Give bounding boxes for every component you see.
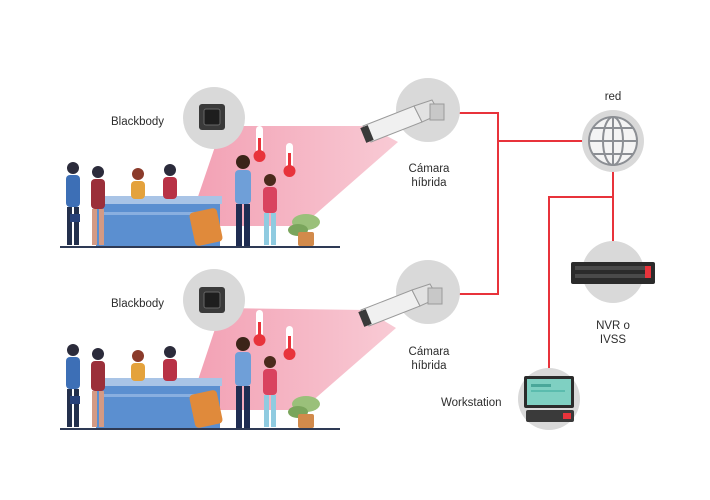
blackbody-icon — [199, 104, 225, 130]
link-to-workstation — [548, 196, 613, 372]
hybrid-camera-icon — [360, 99, 445, 143]
suitcase-icon — [189, 390, 223, 428]
nvr-label-line1: NVR o — [596, 320, 630, 332]
thermometer-icon — [253, 310, 266, 346]
nvr-label-line2: IVSS — [599, 334, 627, 346]
blackbody-label-top: Blackbody — [111, 116, 165, 128]
link-camera-top — [438, 112, 499, 295]
suitcase-icon — [189, 208, 223, 246]
camera-label-top-line2: híbrida — [411, 177, 447, 189]
globe-icon — [588, 116, 638, 166]
camera-label-bottom-line2: híbrida — [411, 360, 447, 372]
network-links — [438, 112, 614, 372]
blackbody-label-bottom: Blackbody — [111, 298, 165, 310]
network-node — [582, 110, 644, 172]
traveler-figures — [189, 337, 277, 428]
plant-icon — [288, 396, 320, 428]
workstation-label: Workstation — [441, 397, 502, 409]
nvr-node — [571, 241, 655, 303]
workstation-icon — [524, 376, 574, 422]
nvr-icon — [571, 262, 655, 284]
scene-top — [60, 78, 460, 248]
thermometer-icon — [253, 126, 266, 162]
network-label: red — [604, 91, 622, 103]
receptionist-figures — [66, 344, 177, 427]
camera-label-top-line1: Cámara — [408, 163, 450, 175]
thermometer-icon — [283, 143, 296, 177]
scene-bottom — [60, 260, 460, 430]
blackbody-icon — [199, 287, 225, 313]
hybrid-camera-icon — [358, 283, 443, 327]
receptionist-figures — [66, 162, 177, 245]
thermometer-icon — [283, 326, 296, 360]
workstation-node — [518, 368, 580, 430]
traveler-figures — [189, 155, 277, 246]
plant-icon — [288, 214, 320, 246]
camera-label-bottom-line1: Cámara — [408, 346, 450, 358]
